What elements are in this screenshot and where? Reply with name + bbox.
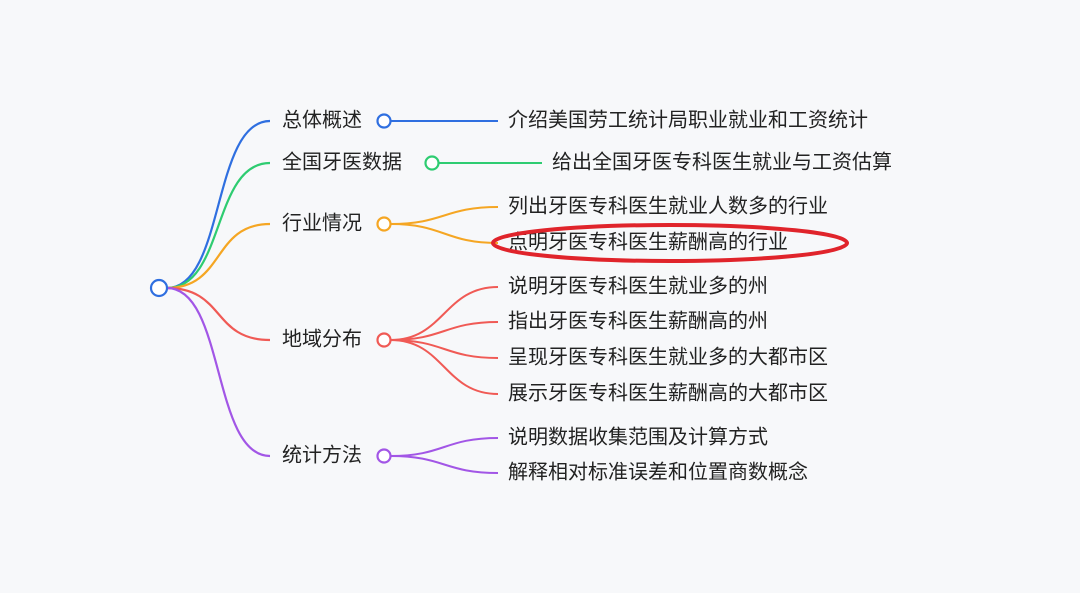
edge-stats-leaf-1 <box>390 455 499 474</box>
branch-collapse-toggle-national[interactable] <box>424 155 440 171</box>
leaf-label-region-0[interactable]: 说明牙医专科医生就业多的州 <box>508 274 768 298</box>
edge-root-industry <box>166 222 271 290</box>
branch-label-region[interactable]: 地域分布 <box>282 327 362 351</box>
edge-region-leaf-2 <box>390 339 499 359</box>
branch-label-industry[interactable]: 行业情况 <box>282 211 362 235</box>
leaf-label-region-3[interactable]: 展示牙医专科医生薪酬高的大都市区 <box>508 381 828 405</box>
branch-label-stats[interactable]: 统计方法 <box>282 443 362 467</box>
branch-collapse-toggle-stats[interactable] <box>376 448 392 464</box>
edge-region-leaf-0 <box>390 286 499 341</box>
leaf-label-stats-0[interactable]: 说明数据收集范围及计算方式 <box>508 425 768 449</box>
edge-root-national <box>166 161 271 290</box>
leaf-label-region-1[interactable]: 指出牙医专科医生薪酬高的州 <box>508 309 768 333</box>
edge-region-leaf-3 <box>390 339 499 395</box>
branch-label-national[interactable]: 全国牙医数据 <box>282 150 402 174</box>
leaf-label-national-0[interactable]: 给出全国牙医专科医生就业与工资估算 <box>552 150 892 174</box>
edge-root-region <box>166 286 271 342</box>
leaf-label-industry-1[interactable]: 点明牙医专科医生薪酬高的行业 <box>508 230 788 254</box>
edge-stats-leaf-0 <box>390 437 499 457</box>
leaf-label-overview-0[interactable]: 介绍美国劳工统计局职业就业和工资统计 <box>508 108 868 132</box>
edge-industry-leaf-1 <box>390 223 499 244</box>
edge-region-leaf-1 <box>390 321 499 341</box>
edge-industry-leaf-0 <box>390 206 499 225</box>
branch-collapse-toggle-region[interactable] <box>376 332 392 348</box>
highlight-ellipse <box>491 223 849 263</box>
edge-root-overview <box>166 119 271 290</box>
edges <box>166 119 542 474</box>
leaf-label-industry-0[interactable]: 列出牙医专科医生就业人数多的行业 <box>508 194 828 218</box>
root-node[interactable] <box>149 278 169 298</box>
branch-label-overview[interactable]: 总体概述 <box>282 108 362 132</box>
edge-root-stats <box>166 286 271 458</box>
branch-collapse-toggle-overview[interactable] <box>376 113 392 129</box>
leaf-label-region-2[interactable]: 呈现牙医专科医生就业多的大都市区 <box>508 345 828 369</box>
leaf-label-stats-1[interactable]: 解释相对标准误差和位置商数概念 <box>508 460 808 484</box>
branch-collapse-toggle-industry[interactable] <box>376 216 392 232</box>
